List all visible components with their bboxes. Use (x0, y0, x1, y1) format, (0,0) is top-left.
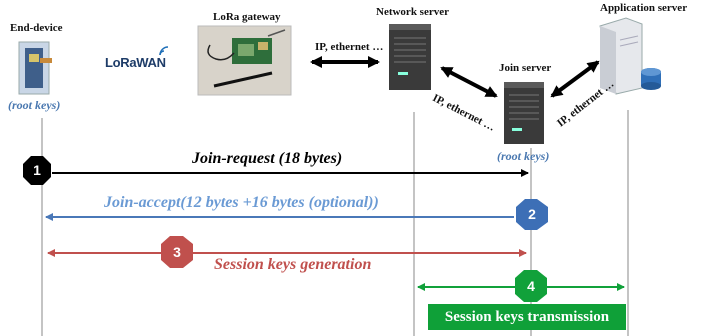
label-gateway-network: IP, ethernet … (315, 41, 384, 53)
join-server-icon (504, 82, 544, 144)
gateway-image (197, 25, 292, 96)
gateway-title: LoRa gateway (213, 11, 281, 23)
step-2-number: 2 (528, 206, 536, 222)
join-server-title: Join server (499, 62, 552, 74)
step-3-marker (161, 236, 193, 268)
application-server-icon (599, 17, 661, 95)
application-server-title: Application server (600, 2, 688, 14)
network-server-title: Network server (376, 6, 449, 18)
lorawan-wave-icon (159, 46, 169, 56)
session-keys-transmission-label: Session keys transmission (428, 304, 626, 330)
end-device-image (18, 41, 52, 95)
arrow-join-application (550, 60, 600, 98)
step-1-number: 1 (33, 162, 41, 178)
root-keys-join-server: (root keys) (497, 149, 550, 163)
step-1-marker (23, 156, 51, 185)
join-request-label: Join-request (18 bytes) (192, 150, 343, 167)
join-accept-label: Join-accept(12 bytes +16 bytes (optional… (104, 194, 379, 211)
arrow-network-join (440, 66, 498, 98)
root-keys-end-device: (root keys) (8, 98, 61, 112)
step-4-marker (515, 270, 547, 302)
end-device-title: End-device (10, 22, 63, 34)
step-4-number: 4 (527, 278, 535, 294)
network-server-icon (389, 24, 431, 90)
step-2-marker (516, 199, 548, 230)
step-3-number: 3 (173, 244, 181, 260)
lorawan-logo: LoRaWAN (105, 55, 166, 70)
session-keys-generation-label: Session keys generation (214, 256, 372, 273)
